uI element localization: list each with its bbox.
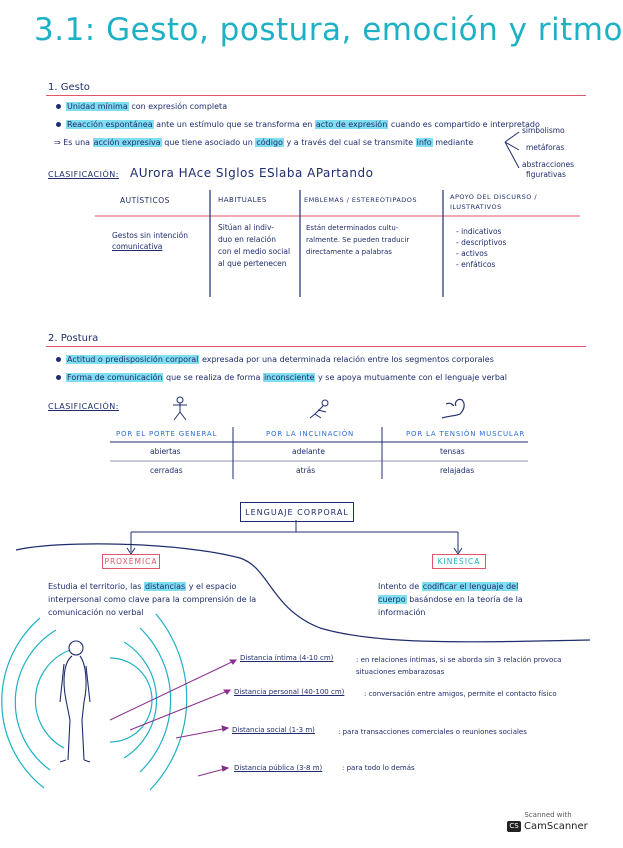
means-simbolismo: simbolismo: [522, 126, 565, 135]
section-1-divider: [46, 95, 586, 96]
col-emblemas-header: EMBLEMAS / ESTEREOTIPADOS: [304, 196, 418, 204]
distance-intima: Distancia íntima (4-10 cm): [240, 654, 334, 662]
col-habituales-body: Sitúan al indiv- duo en relación con el …: [218, 223, 291, 268]
postura-header-inclinacion: POR LA INCLINACIÓN: [266, 430, 355, 438]
col-ilustrativos-header: APOYO DEL DISCURSO / ILUSTRATIVOS: [450, 193, 538, 211]
col-autisticos-body: Gestos sin intención comunicativa: [112, 231, 188, 251]
page-title: 3.1: Gesto, postura, emoción y ritmo: [34, 12, 623, 48]
means-figurativas: figurativas: [526, 170, 566, 179]
col-habituales-header: HABITUALES: [218, 196, 267, 204]
gesto-bullet-1: Unidad mínima con expresión completa: [56, 102, 227, 111]
camscanner-logo-icon: CS: [507, 821, 521, 832]
proxemica-desc: Estudia el territorio, las distancias y …: [48, 582, 257, 617]
kinesica-box: KINÉSICA: [432, 554, 486, 569]
lenguaje-corporal-box: LENGUAJE CORPORAL: [240, 502, 354, 522]
col-ilustrativos-body: - indicativos - descriptivos - activos -…: [456, 227, 507, 269]
postura-classification-label: CLASIFICACIÓN:: [48, 402, 119, 411]
kinesica-desc: Intento de codificar el lenguaje del cue…: [378, 582, 523, 617]
postura-cell: adelante: [292, 447, 325, 456]
watermark-line-1: Scanned with: [524, 811, 572, 819]
postura-bullet-2: Forma de comunicación que se realiza de …: [56, 373, 507, 382]
distance-social-desc: : para transacciones comerciales o reuni…: [338, 728, 527, 736]
postura-cell: atrás: [296, 466, 316, 475]
postura-header-tension: POR LA TENSIÓN MUSCULAR: [406, 430, 526, 438]
postura-cell: abiertas: [150, 447, 181, 456]
postura-cell: tensas: [440, 447, 465, 456]
postura-bullet-1: Actitud o predisposición corporal expres…: [56, 355, 494, 364]
gesto-bullet-2: Reacción espontánea ante un estímulo que…: [56, 120, 540, 129]
mnemonic: AUrora HAce SIglos ESlaba APartando: [130, 166, 374, 180]
postura-header-porte: POR EL PORTE GENERAL: [116, 430, 218, 438]
col-emblemas-body: Están determinados cultu- ralmente. Se p…: [306, 224, 410, 256]
postura-cell: cerradas: [150, 466, 183, 475]
proxemica-box: PROXÉMICA: [102, 554, 160, 569]
distance-intima-desc: : en relaciones íntimas, si se aborda si…: [356, 656, 562, 676]
means-bracket: [504, 131, 520, 169]
means-metaforas: metáforas: [526, 143, 565, 152]
section-2-heading: 2. Postura: [48, 333, 99, 344]
gesto-table-lines: [95, 190, 580, 297]
means-abstracciones: abstracciones: [522, 160, 575, 169]
distance-personal-desc: : conversación entre amigos, permite el …: [364, 690, 557, 698]
postura-cell: relajadas: [440, 466, 475, 475]
distance-personal: Distancia personal (40-100 cm): [234, 688, 345, 696]
gesto-classification-label: CLASIFICACIÓN:: [48, 170, 119, 179]
open-posture-icon: [173, 396, 187, 421]
leaning-posture-icon: [309, 399, 329, 419]
proxemics-diagram: [1, 613, 237, 791]
flexed-arm-icon: [441, 398, 465, 419]
col-autisticos-header: AUTÍSTICOS: [120, 196, 170, 205]
watermark-line-2: CamScanner: [524, 821, 588, 832]
distance-publica: Distancia pública (3-8 m): [234, 764, 323, 772]
distance-publica-desc: : para todo lo demás: [342, 764, 415, 772]
person-figure: [59, 640, 91, 763]
section-2-divider: [46, 346, 586, 347]
postura-table-lines: [110, 427, 528, 479]
gesto-arrow-line: ⇒ Es una acción expresiva que tiene asoc…: [54, 138, 474, 147]
section-1-heading: 1. Gesto: [48, 82, 90, 93]
camscanner-watermark: Scanned with CS CamScanner: [507, 811, 589, 832]
distance-social: Distancia social (1-3 m): [232, 726, 315, 734]
